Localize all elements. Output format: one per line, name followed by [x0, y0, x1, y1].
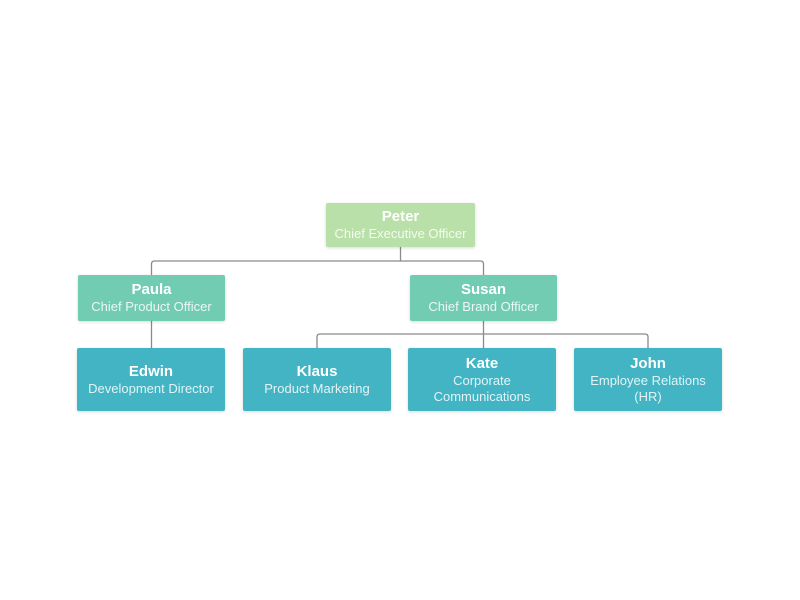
connector-level2-bar	[150, 260, 485, 275]
node-name: Klaus	[296, 362, 338, 380]
org-node-klaus[interactable]: Klaus Product Marketing	[243, 348, 391, 411]
node-title: Development Director	[88, 380, 214, 396]
node-name: Edwin	[128, 362, 174, 380]
node-title: Employee Relations (HR)	[590, 372, 706, 405]
org-node-peter[interactable]: Peter Chief Executive Officer	[326, 203, 475, 247]
org-node-edwin[interactable]: Edwin Development Director	[77, 348, 225, 411]
node-name: Paula	[131, 281, 172, 299]
node-name: Peter	[381, 208, 420, 226]
org-node-susan[interactable]: Susan Chief Brand Officer	[410, 275, 557, 321]
node-title: Product Marketing	[264, 380, 370, 396]
org-node-paula[interactable]: Paula Chief Product Officer	[78, 275, 225, 321]
node-title: Chief Executive Officer	[334, 226, 467, 242]
org-node-john[interactable]: John Employee Relations (HR)	[574, 348, 722, 411]
node-name: John	[630, 354, 666, 372]
node-title: Chief Brand Officer	[428, 299, 539, 315]
node-name: Susan	[460, 281, 506, 299]
node-name: Kate	[465, 354, 499, 372]
node-title: Corporate Communications	[433, 372, 531, 405]
node-title: Chief Product Officer	[91, 299, 212, 315]
connector-level3-bar	[316, 333, 649, 348]
org-node-kate[interactable]: Kate Corporate Communications	[408, 348, 556, 411]
